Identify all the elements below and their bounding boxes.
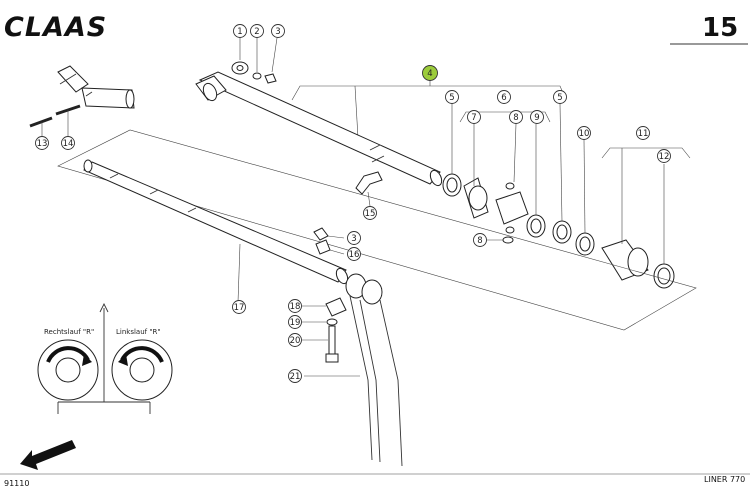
callout-18: 18 — [288, 299, 302, 313]
callout-12: 12 — [657, 149, 671, 163]
callout-5: 5 — [445, 90, 459, 104]
upper-tube — [195, 71, 443, 187]
svg-text:5: 5 — [557, 93, 562, 103]
lower-tube-17 — [83, 159, 349, 285]
part-3b-nut — [313, 227, 329, 241]
callout-8: 8 — [473, 233, 487, 247]
part-8-nipple — [502, 236, 514, 244]
callout-6: 6 — [497, 90, 511, 104]
rotation-right-label: Linkslauf "R" — [116, 328, 161, 336]
callout-16: 16 — [347, 247, 361, 261]
rotation-direction-diagram: Rechtslauf "R" Linkslauf "R" — [37, 302, 173, 414]
svg-text:16: 16 — [349, 250, 360, 260]
callout-8: 8 — [509, 110, 523, 124]
callout-3: 3 — [347, 231, 361, 245]
svg-text:4: 4 — [427, 69, 432, 79]
exploded-frame — [57, 129, 697, 331]
callout-4: 4 — [422, 65, 438, 81]
group-bracket-4 — [291, 85, 567, 101]
spring-tine-21 — [345, 273, 403, 467]
pin-13 — [29, 116, 53, 128]
svg-text:7: 7 — [471, 113, 476, 123]
callout-14: 14 — [61, 136, 75, 150]
part-20-bolt-head — [325, 353, 339, 363]
svg-text:1: 1 — [237, 27, 242, 37]
svg-text:18: 18 — [290, 302, 301, 312]
callout-2: 2 — [250, 24, 264, 38]
part-18-plate — [325, 297, 347, 317]
svg-text:2: 2 — [254, 27, 259, 37]
svg-text:17: 17 — [234, 303, 245, 313]
claas-logo: CLAAS — [4, 12, 107, 43]
callout-19: 19 — [288, 315, 302, 329]
callout-5: 5 — [553, 90, 567, 104]
callout-21: 21 — [288, 369, 302, 383]
direction-arrow-icon — [20, 440, 76, 470]
svg-text:9: 9 — [534, 113, 539, 123]
page-number: 15 — [702, 13, 738, 43]
part-15-clip — [355, 171, 383, 195]
part-6-housing — [495, 191, 529, 225]
svg-text:3: 3 — [351, 234, 356, 244]
universal-joint-assembly — [57, 65, 135, 109]
part-16-washer — [315, 239, 331, 255]
part-20-bolt — [328, 325, 336, 357]
svg-text:8: 8 — [513, 113, 518, 123]
svg-text:10: 10 — [579, 129, 590, 139]
svg-text:6: 6 — [501, 93, 506, 103]
callout-20: 20 — [288, 333, 302, 347]
callout-7: 7 — [467, 110, 481, 124]
callout-1: 1 — [233, 24, 247, 38]
callout-9: 9 — [530, 110, 544, 124]
callout-11: 11 — [636, 126, 650, 140]
svg-text:20: 20 — [290, 336, 301, 346]
part-2-washer — [252, 72, 262, 80]
callout-13: 13 — [35, 136, 49, 150]
group-bracket-11 — [601, 147, 691, 159]
svg-text:19: 19 — [290, 318, 301, 328]
group-bracket-6 — [459, 111, 551, 123]
callout-17: 17 — [232, 300, 246, 314]
part-3-nut — [264, 73, 277, 84]
leader-line — [354, 85, 359, 139]
svg-text:15: 15 — [365, 209, 376, 219]
svg-text:11: 11 — [638, 129, 649, 139]
callout-10: 10 — [577, 126, 591, 140]
svg-text:8: 8 — [477, 236, 482, 246]
svg-text:5: 5 — [449, 93, 454, 103]
part-19-washer — [326, 318, 338, 326]
callout-15: 15 — [363, 206, 377, 220]
footer-model: LINER 770 — [704, 475, 745, 484]
callout-3: 3 — [271, 24, 285, 38]
svg-text:12: 12 — [659, 152, 670, 162]
svg-text:13: 13 — [37, 139, 48, 149]
svg-text:3: 3 — [275, 27, 280, 37]
svg-text:21: 21 — [290, 372, 301, 382]
rotation-left-label: Rechtslauf "R" — [44, 328, 94, 336]
svg-text:14: 14 — [63, 139, 74, 149]
footer-code: 91110 — [4, 479, 29, 488]
